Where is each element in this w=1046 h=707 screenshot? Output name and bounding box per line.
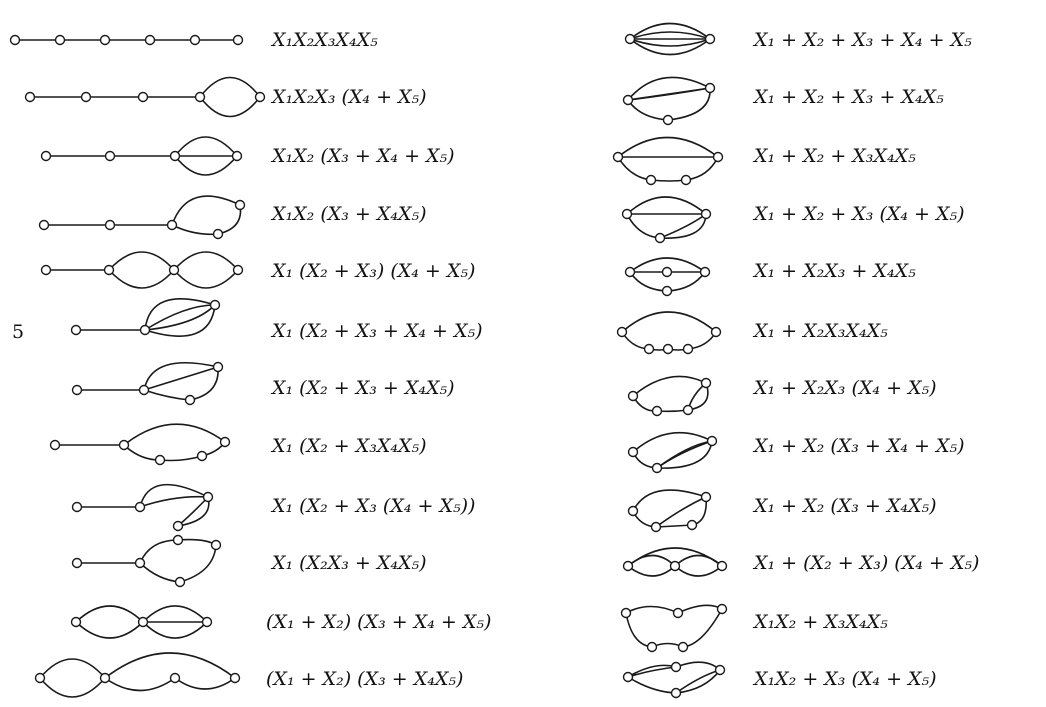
graph-left-3 [40, 136, 243, 176]
graph-left-12 [34, 652, 241, 698]
graph-right-11 [620, 603, 728, 653]
graph-right-5 [624, 257, 711, 297]
graph-left-5 [40, 251, 244, 289]
graph-left-4 [38, 195, 246, 240]
expression-left-4: X₁X₂ (X₃ + X₄X₅) [270, 203, 427, 225]
graph-right-2 [622, 76, 716, 126]
graph-right-10 [622, 547, 728, 577]
expression-left-7: X₁ (X₂ + X₃ + X₄X₅) [270, 377, 455, 399]
graph-right-9 [627, 489, 712, 533]
graph-left-6 [70, 298, 221, 337]
expression-left-2: X₁X₂X₃ (X₄ + X₅) [270, 86, 427, 108]
right-expressions: X₁ + X₂ + X₃ + X₄ + X₅ X₁ + X₂ + X₃ + X₄… [752, 29, 979, 690]
graph-right-7 [627, 375, 712, 417]
expression-right-8: X₁ + X₂ (X₃ + X₄ + X₅) [752, 435, 965, 457]
graph-right-12 [622, 661, 726, 699]
expression-left-11: (X₁ + X₂) (X₃ + X₄ + X₅) [266, 611, 491, 633]
expression-right-10: X₁ + (X₂ + X₃) (X₄ + X₅) [752, 552, 979, 574]
expression-right-7: X₁ + X₂X₃ (X₄ + X₅) [752, 377, 937, 399]
graph-right-8 [627, 431, 718, 474]
graph-left-7 [71, 361, 224, 406]
expression-right-6: X₁ + X₂X₃X₄X₅ [752, 320, 888, 342]
graph-right-6 [616, 311, 722, 355]
graph-left-11 [70, 605, 213, 639]
graph-right-1 [624, 22, 716, 56]
expression-left-8: X₁ (X₂ + X₃X₄X₅) [270, 435, 427, 457]
expression-right-4: X₁ + X₂ + X₃ (X₄ + X₅) [752, 203, 965, 225]
expression-right-12: X₁X₂ + X₃ (X₄ + X₅) [752, 668, 937, 690]
expression-right-11: X₁X₂ + X₃X₄X₅ [752, 611, 888, 633]
graph-left-9 [71, 483, 214, 532]
expression-left-1: X₁X₂X₃X₄X₅ [270, 29, 378, 51]
expression-right-2: X₁ + X₂ + X₃ + X₄X₅ [752, 86, 944, 108]
expression-right-3: X₁ + X₂ + X₃X₄X₅ [752, 145, 916, 167]
expression-left-12: (X₁ + X₂) (X₃ + X₄X₅) [266, 668, 463, 690]
expression-left-10: X₁ (X₂X₃ + X₄X₅) [270, 552, 427, 574]
expression-right-1: X₁ + X₂ + X₃ + X₄ + X₅ [752, 29, 972, 51]
expression-right-9: X₁ + X₂ (X₃ + X₄X₅) [752, 495, 937, 517]
graph-right-3 [612, 136, 724, 186]
graph-right-4 [621, 196, 712, 244]
expression-right-5: X₁ + X₂X₃ + X₄X₅ [752, 260, 916, 282]
expression-left-3: X₁X₂ (X₃ + X₄ + X₅) [270, 145, 455, 167]
graph-left-10 [71, 534, 222, 588]
graph-left-8 [49, 423, 231, 466]
graph-left-1 [9, 34, 244, 46]
expression-left-5: X₁ (X₂ + X₃) (X₄ + X₅) [270, 260, 475, 282]
expression-left-6: X₁ (X₂ + X₃ + X₄ + X₅) [270, 320, 483, 342]
margin-number: 5 [12, 321, 24, 343]
graph-left-2 [24, 76, 266, 118]
left-expressions: X₁X₂X₃X₄X₅ X₁X₂X₃ (X₄ + X₅) X₁X₂ (X₃ + X… [266, 29, 491, 690]
expression-left-9: X₁ (X₂ + X₃ (X₄ + X₅)) [270, 495, 475, 517]
